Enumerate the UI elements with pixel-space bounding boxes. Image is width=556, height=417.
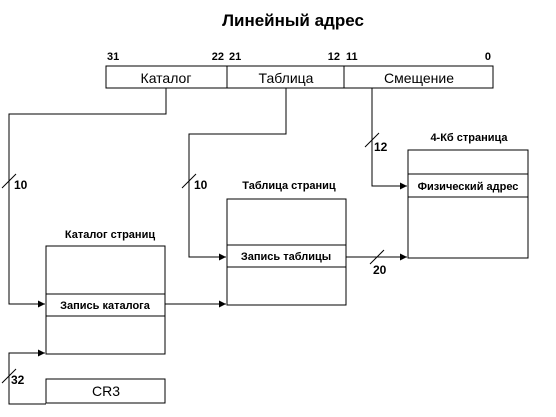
frame-width: 20 (373, 263, 387, 277)
bus-slash-mark (1, 368, 17, 384)
offset-line (371, 88, 407, 190)
page-directory-title: Каталог страниц (65, 229, 155, 241)
linear-address-box (105, 65, 494, 89)
bus-slash-mark (364, 132, 380, 148)
cr3-width: 32 (11, 373, 25, 387)
bit-label-22: 22 (212, 51, 224, 63)
page-directory-box (45, 245, 166, 355)
page-table-title: Таблица страниц (242, 180, 336, 192)
directory-field-label: Каталог (141, 70, 192, 86)
table-field-label: Таблица (259, 70, 314, 86)
page-directory-entry: Запись каталога (60, 300, 151, 312)
page-frame-title: 4-Кб страница (430, 132, 508, 144)
page-frame: 4-Кб страница Физический адрес (407, 132, 529, 259)
bit-label-12: 12 (328, 51, 340, 63)
table-index-line (188, 88, 287, 261)
bit-label-21: 21 (229, 51, 241, 63)
page-table-entry: Запись таблицы (241, 251, 331, 263)
page-table: Таблица страниц Запись таблицы (226, 180, 347, 306)
page-frame-box (407, 149, 529, 259)
bus-slash-mark (1, 173, 17, 189)
bit-label-11: 11 (346, 51, 358, 63)
offset-width: 12 (374, 140, 388, 154)
cr3-register: CR3 (45, 378, 166, 404)
page-directory: Каталог страниц Запись каталога (45, 229, 166, 355)
cr3-label: CR3 (92, 383, 120, 399)
bit-label-0: 0 (485, 51, 491, 63)
directory-index-line (8, 88, 167, 308)
directory-index-width: 10 (14, 178, 28, 192)
cr3-box (45, 378, 166, 404)
offset-field-label: Смещение (384, 70, 454, 86)
diagram-title: Линейный адрес (222, 11, 364, 30)
table-index-width: 10 (194, 178, 208, 192)
bus-slash-mark (369, 249, 385, 265)
linear-address-register: Каталог Таблица Смещение (105, 65, 494, 89)
page-table-box (226, 198, 347, 306)
physical-address-entry: Физический адрес (418, 181, 519, 193)
bit-label-31: 31 (107, 51, 119, 63)
cr3-to-directory-line (8, 349, 46, 405)
bus-slash-mark (181, 173, 197, 189)
